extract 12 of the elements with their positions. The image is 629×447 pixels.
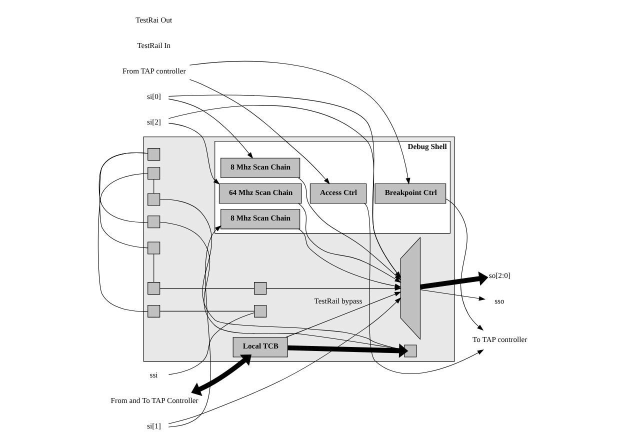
node-text: si[0] xyxy=(147,92,161,102)
node-text: so[2:0] xyxy=(488,270,510,280)
label: TestRail In xyxy=(137,40,171,50)
node-text: sso xyxy=(494,296,504,306)
node-text: si[2] xyxy=(147,118,161,127)
node-text: From TAP controller xyxy=(122,66,186,76)
node-text: ssi xyxy=(150,370,158,380)
edge-label: TestRail bypass xyxy=(314,296,362,306)
node-text: si[1] xyxy=(147,422,161,431)
label: TestRai Out xyxy=(136,15,172,24)
node-text: To TAP controller xyxy=(472,335,528,344)
node-text: From and To TAP Controller xyxy=(110,396,198,406)
